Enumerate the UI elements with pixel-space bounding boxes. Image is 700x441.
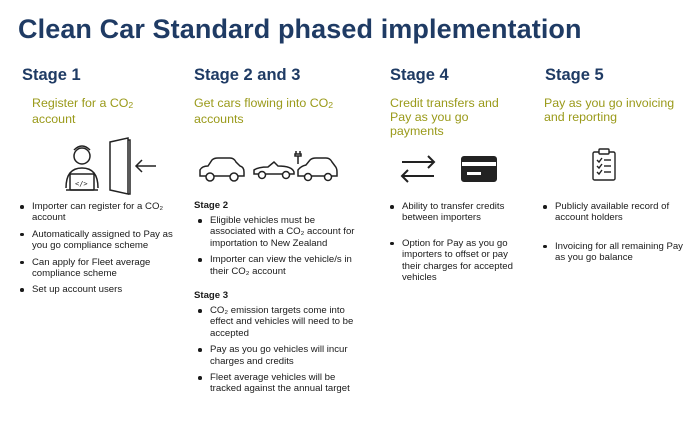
list-item: Option for Pay as you go importers to of… — [388, 238, 516, 284]
list-item: CO₂ emission targets come into effect an… — [196, 305, 360, 339]
stage-1-subtitle: Register for a CO2 account — [32, 96, 134, 126]
stage-4-heading: Stage 4 — [390, 66, 449, 84]
transfer-arrows-and-card-icon — [398, 152, 508, 186]
stage-1-heading: Stage 1 — [22, 66, 81, 84]
list-item: Automatically assigned to Pay as you go … — [18, 229, 176, 252]
stage-2-3-heading: Stage 2 and 3 — [194, 66, 301, 84]
cars-icon — [198, 150, 338, 186]
stage-4-column: Stage 4 Credit transfers and Pay as you … — [390, 66, 520, 138]
list-item: Fleet average vehicles will be tracked a… — [196, 372, 360, 395]
list-item: Ability to transfer credits between impo… — [388, 201, 516, 224]
list-item: Can apply for Fleet average compliance s… — [18, 257, 176, 280]
stage-5-subtitle: Pay as you go invoicing and reporting — [544, 96, 675, 124]
clipboard-checklist-icon — [591, 148, 617, 182]
stage-2-label: Stage 2 — [194, 200, 229, 211]
stage-3-label: Stage 3 — [194, 290, 229, 302]
stage-5-heading: Stage 5 — [545, 66, 604, 84]
stage-1-bullets: Importer can register for a CO₂ account … — [18, 201, 176, 301]
stage-5-column: Stage 5 Pay as you go invoicing and repo… — [544, 66, 695, 124]
list-item: Publicly available record of account hol… — [541, 201, 691, 224]
list-item: Pay as you go vehicles will incur charge… — [196, 344, 360, 367]
list-item: Invoicing for all remaining Pay as you g… — [541, 241, 691, 264]
list-item: Importer can view the vehicle/s in their… — [196, 254, 360, 277]
stage-2-3-bullets: Stage 2 Eligible vehicles must be associ… — [194, 200, 360, 400]
stage-4-bullets: Ability to transfer credits between impo… — [388, 201, 516, 288]
stage-4-subtitle: Credit transfers and Pay as you go payme… — [390, 96, 499, 138]
list-item: Eligible vehicles must be associated wit… — [196, 215, 360, 249]
stage-2-3-column: Stage 2 and 3 Get cars flowing into CO2 … — [194, 66, 374, 126]
list-item: Importer can register for a CO₂ account — [18, 201, 176, 224]
importer-at-laptop-entering-door-icon: </> — [62, 136, 162, 198]
list-item: Set up account users — [18, 284, 176, 295]
stage-5-bullets: Publicly available record of account hol… — [541, 201, 691, 269]
stage-1-column: Stage 1 Register for a CO2 account — [22, 66, 180, 126]
svg-text:</>: </> — [75, 180, 88, 188]
page-title: Clean Car Standard phased implementation — [18, 14, 582, 44]
stage-2-3-subtitle: Get cars flowing into CO2 accounts — [194, 96, 334, 126]
